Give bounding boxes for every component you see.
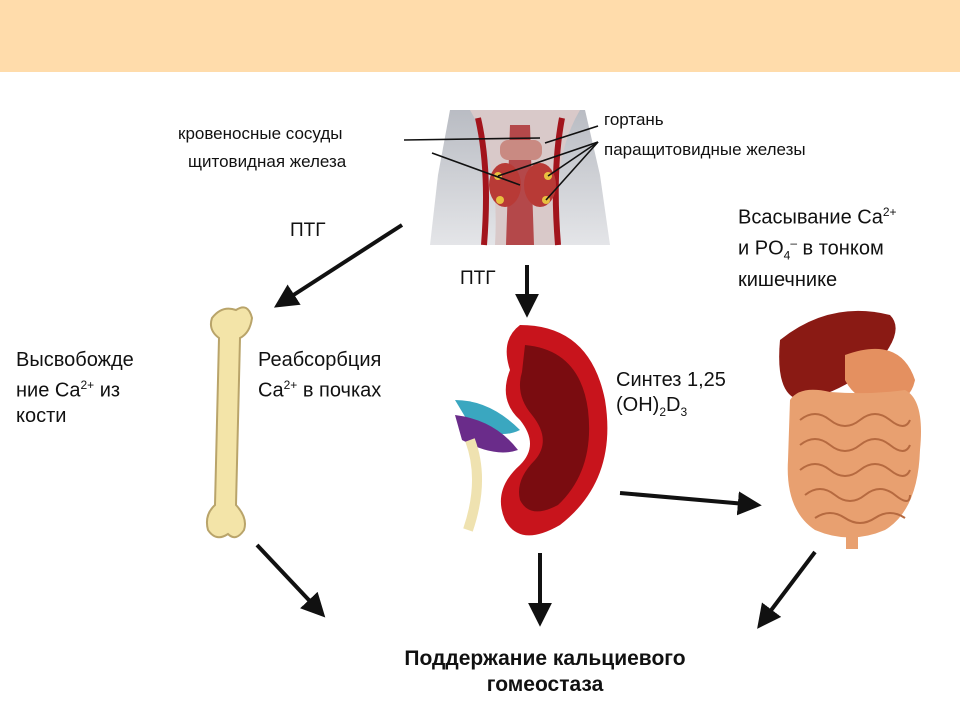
pointer-lines: [403, 125, 599, 201]
digestive-illustration: [779, 310, 921, 549]
label-larynx: гортань: [604, 110, 664, 129]
kidney-illustration: [455, 325, 608, 536]
bone-illustration: [205, 306, 254, 539]
arrows: [255, 223, 817, 629]
label-blood-vessels: кровеносные сосуды: [178, 124, 343, 143]
label-absorption: Всасывание Ca2+ и PO4– в тонком кишечник…: [738, 205, 897, 292]
label-bone-release: Высвобожде ние Ca2+ из кости: [16, 349, 134, 427]
label-thyroid: щитовидная железа: [188, 152, 347, 171]
label-reabsorption: Реабсорбция Ca2+ в почках: [258, 349, 382, 402]
neck-illustration: [430, 110, 610, 246]
label-synthesis: Синтез 1,25 (OH)2D3: [616, 369, 726, 419]
label-ptg-left: ПТГ: [290, 220, 326, 241]
label-homeostasis: Поддержание кальциевого гомеостаза: [404, 647, 686, 696]
header-band: [0, 0, 960, 72]
label-ptg-center: ПТГ: [460, 268, 496, 289]
label-parathyroid: паращитовидные железы: [604, 140, 806, 159]
